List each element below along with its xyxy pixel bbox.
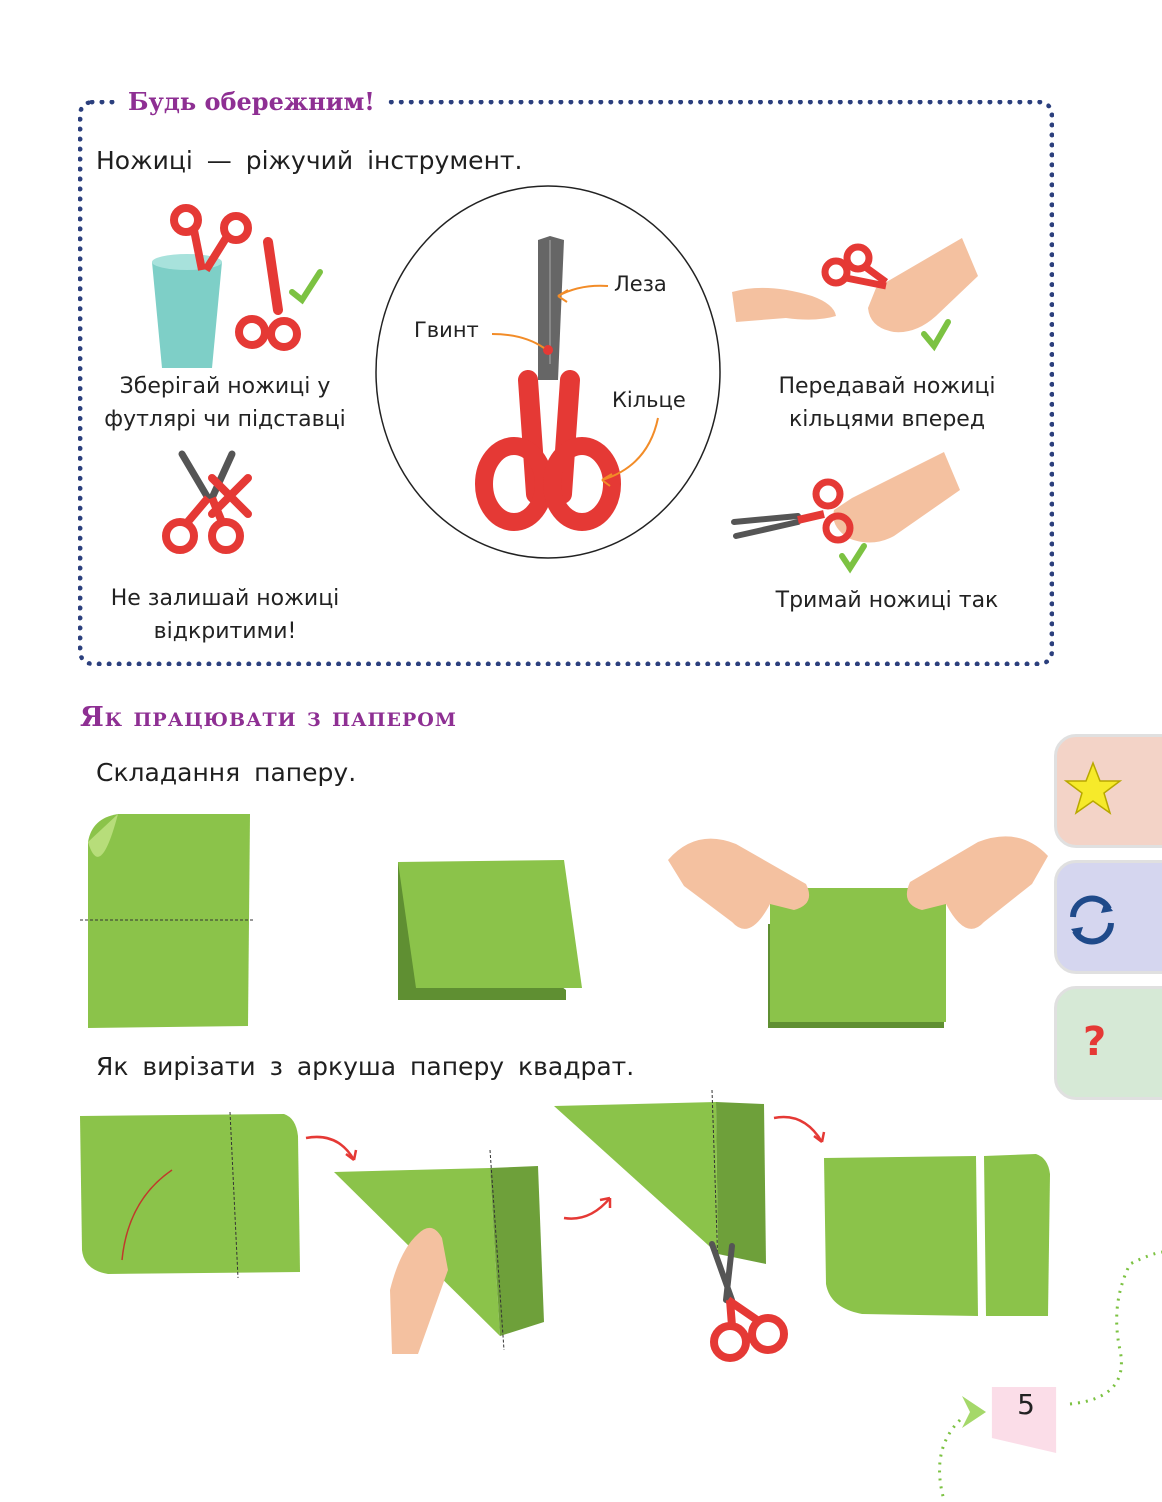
page-corner-tab <box>991 1386 1057 1454</box>
passing-scissors-icon <box>732 238 978 352</box>
open-scissors-cross-icon <box>162 450 252 554</box>
paper-fold-step-2 <box>398 860 582 1000</box>
paper-fold-hands <box>668 836 1048 1028</box>
cut-step-1 <box>80 1111 300 1279</box>
cut-step-3 <box>554 1089 788 1362</box>
caption-hold: Тримай ножиці так <box>775 588 999 613</box>
caption-pass: Передавай ножиці кільцями вперед <box>778 374 996 432</box>
label-blades: Леза <box>614 272 667 296</box>
arrow-1-icon <box>305 1135 358 1161</box>
holding-scissors-icon <box>731 452 960 574</box>
cutting-title: Як вирізати з аркуша паперу квадрат. <box>96 1052 635 1081</box>
decorative-dotted-path <box>938 1250 1162 1501</box>
label-screw: Гвинт <box>414 318 479 342</box>
caution-title: Будь обережним! <box>116 84 387 120</box>
caption-store: Зберігай ножиці у футлярі чи підставці <box>104 374 346 432</box>
paper-fold-step-1 <box>80 814 254 1028</box>
side-tab-refresh[interactable] <box>1054 860 1162 974</box>
side-tab-star[interactable] <box>1054 734 1162 848</box>
chevron-right-icon <box>962 1396 986 1428</box>
label-ring: Кільце <box>612 388 686 412</box>
caution-box <box>78 100 1054 666</box>
caption-not-open: Не залишай ножиці відкритими! <box>110 586 340 644</box>
refresh-icon <box>1070 895 1114 945</box>
caution-intro: Ножиці — ріжучий інструмент. <box>96 146 523 175</box>
cut-step-4 <box>824 1154 1050 1316</box>
page-number: 5 <box>1017 1388 1035 1421</box>
cut-step-2 <box>334 1149 544 1354</box>
section-title: Як працювати з папером <box>80 702 457 733</box>
scissors-diagram <box>375 185 721 559</box>
side-tab-question[interactable]: ? <box>1054 986 1162 1100</box>
star-icon <box>1063 760 1123 815</box>
folding-title: Складання паперу. <box>96 758 357 787</box>
question-icon: ? <box>1083 1019 1107 1065</box>
scissors-in-cup-icon <box>152 204 323 368</box>
arrow-2-icon <box>563 1196 612 1220</box>
arrow-3-icon <box>773 1115 826 1143</box>
